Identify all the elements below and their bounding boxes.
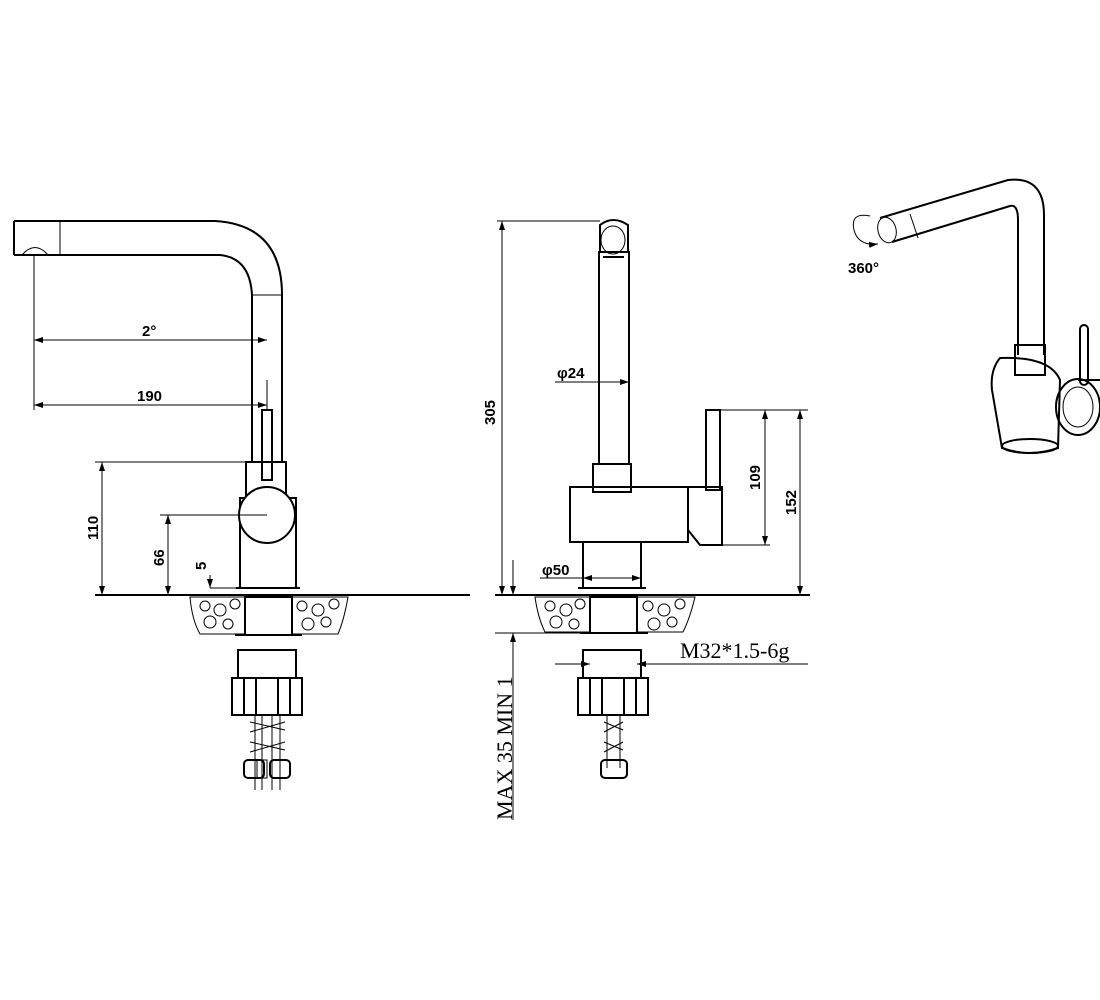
side-dim-reach: 190 — [137, 388, 162, 405]
front-body-neck — [592, 463, 632, 493]
front-body — [569, 486, 689, 543]
side-spout — [14, 220, 283, 462]
iso-handle-lever — [1079, 324, 1089, 386]
front-dim-spout-diameter: φ24 — [557, 365, 585, 382]
front-shank — [589, 596, 638, 634]
front-dim-total-height: 305 — [482, 400, 499, 425]
iso-neck — [1014, 344, 1046, 376]
iso-base — [1001, 438, 1059, 454]
front-spout-tube — [598, 251, 630, 465]
front-dim-handle-height: 109 — [747, 465, 764, 490]
front-dim-thread: M32*1.5-6g — [680, 638, 789, 663]
side-dim-base: 5 — [193, 562, 210, 570]
side-view: 2° 190 110 66 5 — [13, 220, 470, 790]
front-base — [582, 541, 642, 589]
front-countertop-stone — [534, 596, 696, 633]
iso-view: 360° — [848, 178, 1100, 454]
side-handle-lever — [261, 409, 273, 481]
front-spout-head — [599, 219, 629, 253]
front-dim-handle-top: 152 — [783, 490, 800, 515]
side-shank — [244, 596, 293, 636]
front-mounting-nut — [577, 677, 649, 716]
side-mounting-nut — [231, 677, 303, 716]
iso-rotation-label: 360° — [848, 260, 879, 277]
side-dim-angle: 2° — [142, 323, 156, 340]
front-dim-countertop: MAX 35 MIN 1 — [492, 676, 517, 820]
side-hoses — [243, 715, 291, 790]
side-dim-body-height: 66 — [151, 549, 168, 566]
front-hose — [600, 715, 628, 779]
iso-spout — [879, 178, 1045, 355]
side-countertop-stone — [189, 596, 349, 635]
front-handle-body — [687, 486, 723, 546]
iso-spout-tip — [877, 216, 897, 244]
front-view: 305 φ24 109 152 φ50 M32*1.5-6g MAX 35 MI… — [482, 219, 810, 820]
side-dim-handle-height: 110 — [85, 516, 102, 540]
front-dim-base-diameter: φ50 — [542, 562, 569, 579]
rotation-arrow-icon — [852, 214, 879, 248]
front-handle-lever — [705, 409, 721, 491]
